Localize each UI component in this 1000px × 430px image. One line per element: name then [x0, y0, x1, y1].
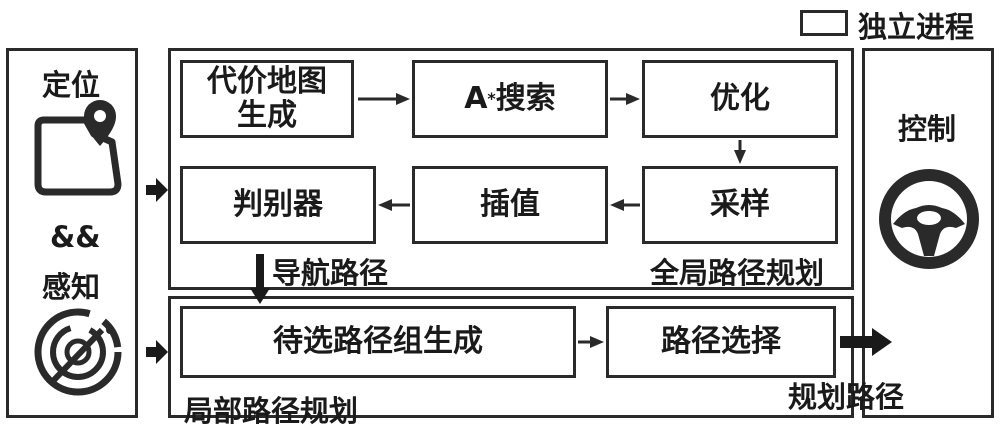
legend-label: 独立进程 [858, 10, 975, 44]
arrow-output-head [872, 328, 892, 356]
arrow-nav-path-shaft [256, 254, 264, 292]
a-star-box: A* 搜索 [412, 60, 608, 138]
localization-label: 定位 [42, 68, 101, 102]
interpolation-box: 插值 [412, 166, 608, 244]
optimize-text: 优化 [710, 80, 770, 116]
discriminator-box: 判别器 [180, 166, 376, 244]
arrow-left-local-head [156, 340, 168, 364]
radar-icon [32, 300, 132, 400]
cost-map-text: 代价地图 生成 [207, 63, 327, 133]
control-label: 控制 [898, 112, 957, 146]
sampling-box: 采样 [642, 166, 838, 244]
a-star-sup: * [487, 88, 496, 108]
arrow-nav-path-head [250, 288, 270, 304]
perception-label: 感知 [42, 270, 101, 304]
legend-swatch [800, 10, 848, 36]
steering-wheel-icon [874, 164, 984, 274]
sampling-text: 采样 [710, 186, 770, 222]
arrow-left-local-shaft [146, 347, 158, 357]
left-panel [6, 48, 138, 418]
map-pin-icon [24, 94, 134, 204]
output-label: 规划路径 [788, 380, 905, 414]
interpolation-text: 插值 [480, 186, 540, 222]
arrow-left-global-shaft [146, 185, 158, 195]
global-planning-title: 全局路径规划 [650, 256, 825, 290]
selection-text: 路径选择 [661, 323, 781, 359]
local-planning-title: 局部路径规划 [184, 394, 359, 428]
nav-path-label: 导航路径 [272, 256, 389, 290]
optimize-box: 优化 [642, 60, 838, 138]
and-symbol: && [50, 220, 101, 254]
cost-map-box: 代价地图 生成 [180, 60, 354, 138]
selection-box: 路径选择 [606, 306, 836, 378]
a-star-letter: A [464, 80, 488, 116]
arrow-left-global-head [156, 178, 168, 202]
candidates-text: 待选路径组生成 [273, 323, 483, 359]
arrow-output-shaft [840, 336, 874, 348]
candidates-box: 待选路径组生成 [180, 306, 576, 378]
a-star-text: 搜索 [495, 80, 556, 116]
discriminator-text: 判别器 [233, 186, 323, 222]
